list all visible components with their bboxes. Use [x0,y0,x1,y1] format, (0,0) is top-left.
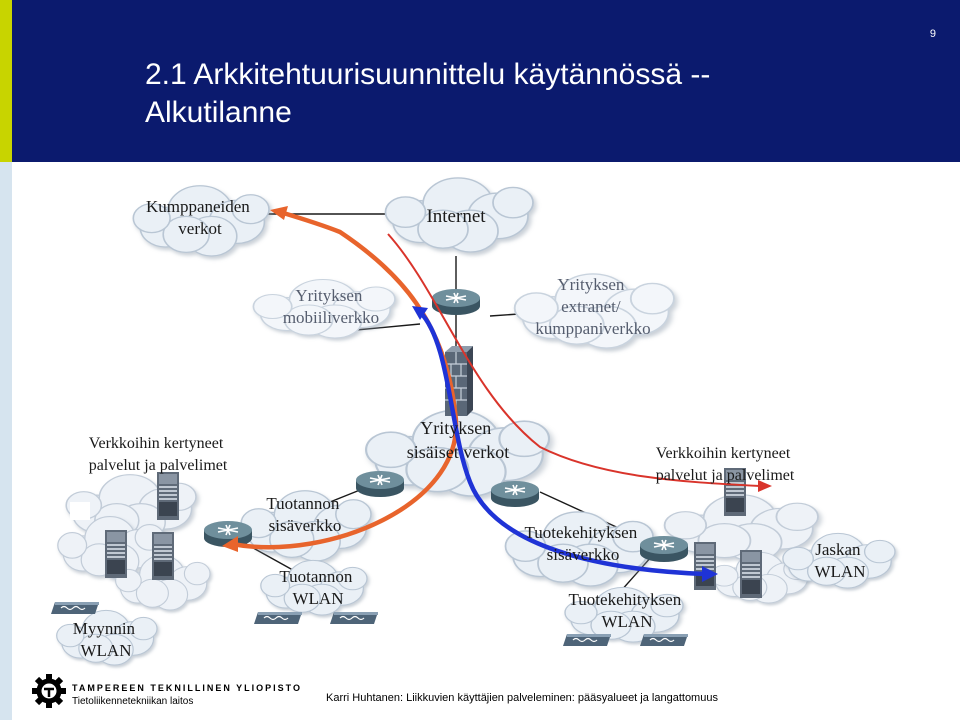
cloud-internet-line1: Internet [426,206,486,227]
cloud-tuotanto-wlan-line1: Tuotannon [279,567,353,586]
blue-path [417,309,708,577]
university-name: TAMPEREEN TEKNILLINEN YLIOPISTO [72,683,303,693]
side-strip [0,162,12,720]
cloud-tuotekehitys-line1: Tuotekehityksen [525,523,638,542]
right-services-line1: Verkkoihin kertyneet [656,445,791,462]
cloud-extranet-line3: kumppaniverkko [535,319,650,338]
access-point-icon [562,633,612,647]
cloud-kumppaneiden-line2: verkot [178,219,222,238]
network-diagram: Kumppaneiden verkot Internet Yrityksen m… [50,177,896,666]
orange-path [229,209,459,550]
footer-credit: Karri Huhtanen: Liikkuvien käyttäjien pa… [326,692,718,704]
server-icon [694,542,716,590]
slide-header [0,0,960,162]
left-services-line1: Verkkoihin kertyneet [89,435,224,452]
right-services-line2: palvelut ja palvelimet [656,467,795,484]
orange-arrowhead [270,206,288,220]
red-path [387,233,761,487]
access-point-icon [639,633,689,647]
access-point-icon [329,611,379,625]
router-icon [355,470,405,498]
cloud-tuotanto-label: Tuotannon sisäverkko [266,494,343,535]
orange-arrowhead [222,536,238,552]
cloud-tuotanto-wlan-label: Tuotannon WLAN [279,567,356,608]
server-icon [105,530,127,578]
cloud-tuotanto-line1: Tuotannon [266,494,340,513]
access-point-icon [50,601,100,615]
red-arrowhead [758,480,772,492]
title-line-1: 2.1 Arkkitehtuurisuunnittelu käytännössä… [145,58,711,91]
cloud-tuotanto-wlan-line2: WLAN [293,589,344,608]
blue-arrowhead [702,566,718,582]
cloud-myynnin-line2: WLAN [81,641,132,660]
cloud-tuotanto-line2: sisäverkko [269,516,342,535]
cloud-mobiili-line2: mobiiliverkko [283,308,379,327]
page-number: 9 [929,28,936,40]
cloud-extranet-label: Yrityksen extranet/ kumppaniverkko [535,275,650,338]
cloud-jaskan-line2: WLAN [815,562,866,581]
accent-bar [0,0,12,162]
cloud-extranet-line2: extranet/ [561,297,621,316]
title-line-2: Alkutilanne [145,96,292,129]
cloud-kumppaneiden-label: Kumppaneiden verkot [146,197,254,238]
cloud-mobiili-line1: Yrityksen [295,286,363,305]
router-icon [639,535,689,563]
cloud-myynnin-line1: Myynnin [73,619,136,638]
blue-arrowhead [412,306,428,320]
left-services-label: Verkkoihin kertyneet palvelut ja palveli… [89,435,228,474]
server-icon [740,550,762,598]
router-icon [490,480,540,508]
cloud-jaskan-line1: Jaskan [815,540,861,559]
access-point-icon [253,611,303,625]
cloud-jaskan-label: Jaskan WLAN [815,540,866,581]
cloud-tuotekehitys-wlan-line1: Tuotekehityksen [569,590,682,609]
department-name: Tietoliikennetekniikan laitos [72,696,194,707]
right-services-label: Verkkoihin kertyneet palvelut ja palveli… [656,445,795,484]
cloud-tuotekehitys-wlan-label: Tuotekehityksen WLAN [569,590,686,631]
mask [70,502,90,520]
cloud-myynnin-label: Myynnin WLAN [73,619,140,660]
cloud-extranet-line1: Yrityksen [557,275,625,294]
left-services-line2: palvelut ja palvelimet [89,457,228,474]
university-logo-icon [32,674,66,708]
cloud-sisaiset-line1: Yrityksen [420,418,491,438]
cloud-tuotekehitys-label: Tuotekehityksen sisäverkko [525,523,642,564]
cloud-sisaiset-line2: sisäiset verkot [407,442,509,462]
cloud-sisaiset-label: Yrityksen sisäiset verkot [407,418,509,462]
server-icon [157,472,179,520]
slide-title: 2.1 Arkkitehtuurisuunnittelu käytännössä… [145,56,710,132]
cloud-tuotekehitys-wlan-line2: WLAN [602,612,653,631]
cloud-kumppaneiden-line1: Kumppaneiden [146,197,250,216]
server-icon [152,532,174,580]
cloud-mobiili-label: Yrityksen mobiiliverkko [283,286,379,327]
cloud-tuotekehitys-line2: sisäverkko [547,545,620,564]
cloud-internet-label: Internet [426,206,486,227]
